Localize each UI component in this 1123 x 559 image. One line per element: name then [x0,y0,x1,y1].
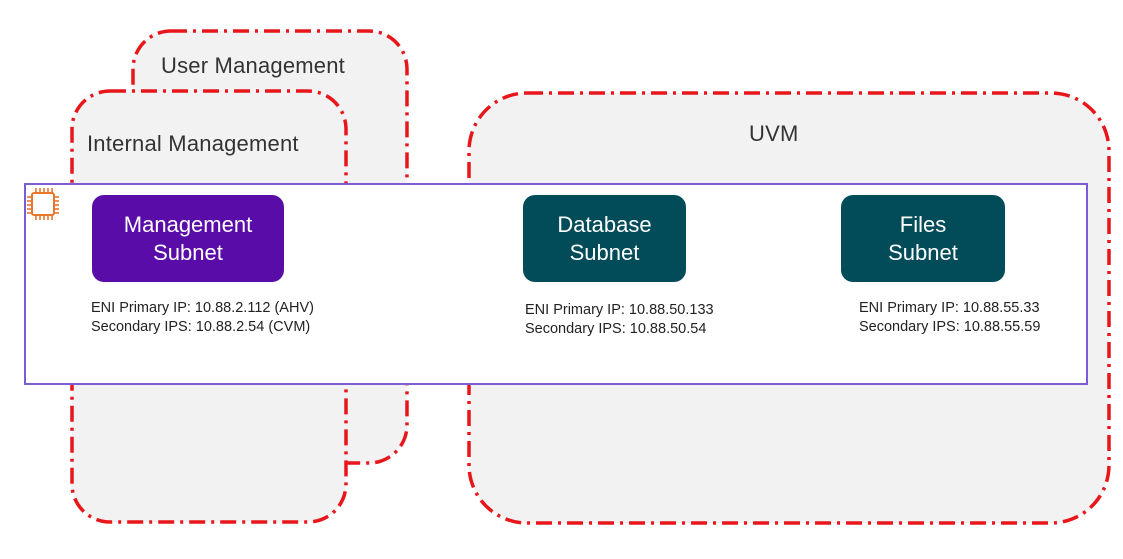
management-primary-ip: ENI Primary IP: 10.88.2.112 (AHV) [91,300,314,316]
files-subnet-title: Files [899,211,947,237]
database-subnet-title: Database [557,211,652,237]
files-subnet: Files Subnet [841,195,1005,282]
files-ip-info: ENI Primary IP: 10.88.55.33 Secondary IP… [859,299,1040,337]
database-subnet-subtitle: Subnet [569,239,640,265]
files-subnet-subtitle: Subnet [888,239,958,265]
management-subnet-subtitle: Subnet [153,239,223,265]
management-subnet-title: Management [123,211,253,237]
internal-management-label: Internal Management [87,131,299,156]
uvm-label: UVM [749,121,799,146]
files-primary-ip: ENI Primary IP: 10.88.55.33 [859,300,1040,316]
files-secondary-ips: Secondary IPS: 10.88.55.59 [859,319,1041,335]
management-ip-info: ENI Primary IP: 10.88.2.112 (AHV) Second… [91,299,314,337]
database-primary-ip: ENI Primary IP: 10.88.50.133 [525,302,714,318]
user-management-label: User Management [161,53,345,78]
database-ip-info: ENI Primary IP: 10.88.50.133 Secondary I… [525,301,714,339]
database-subnet: Database Subnet [523,195,686,282]
database-secondary-ips: Secondary IPS: 10.88.50.54 [525,321,707,337]
management-secondary-ips: Secondary IPS: 10.88.2.54 (CVM) [91,319,311,335]
management-subnet: Management Subnet [92,195,284,282]
chip-icon [27,188,59,220]
